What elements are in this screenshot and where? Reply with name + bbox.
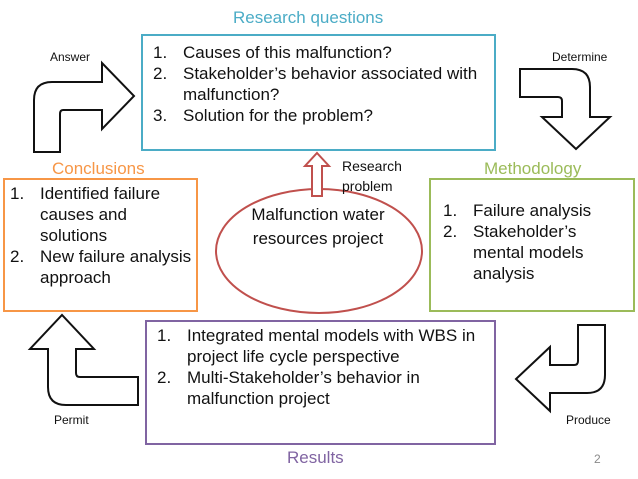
determine-label: Determine bbox=[552, 50, 608, 64]
conclusions-item: Identified failure causes and solutions bbox=[10, 183, 161, 245]
answer-arrow-icon bbox=[33, 60, 136, 153]
determine-arrow-icon bbox=[519, 68, 613, 151]
results-title: Results bbox=[287, 448, 344, 467]
research-questions-title: Research questions bbox=[233, 8, 384, 27]
conclusions-item: New failure analysis approach bbox=[10, 246, 192, 287]
research-questions-box: Causes of this malfunction?Stakeholder’s… bbox=[141, 34, 496, 151]
permit-label: Permit bbox=[54, 413, 89, 427]
methodology-item: Stakeholder’s mental models analysis bbox=[443, 221, 584, 283]
results-box: Integrated mental models with WBS in pro… bbox=[145, 320, 496, 445]
page-number: 2 bbox=[594, 452, 601, 466]
center-label: Malfunction water resources project bbox=[251, 205, 385, 248]
research-questions-item: Solution for the problem? bbox=[153, 105, 373, 126]
research-questions-item: Stakeholder’s behavior associated with m… bbox=[153, 63, 478, 104]
conclusions-title: Conclusions bbox=[52, 159, 145, 178]
permit-arrow-icon bbox=[27, 313, 139, 406]
research-questions-list: Causes of this malfunction?Stakeholder’s… bbox=[153, 42, 486, 126]
results-item: Integrated mental models with WBS in pro… bbox=[157, 325, 476, 366]
results-list: Integrated mental models with WBS in pro… bbox=[157, 325, 488, 409]
research-questions-item: Causes of this malfunction? bbox=[153, 42, 392, 63]
research-problem-label: Research problem bbox=[342, 158, 402, 194]
results-item: Multi-Stakeholder’s behavior in malfunct… bbox=[157, 367, 420, 408]
produce-label: Produce bbox=[566, 413, 611, 427]
methodology-item: Failure analysis bbox=[443, 200, 592, 221]
research-problem-arrow-icon bbox=[302, 151, 332, 197]
answer-label: Answer bbox=[50, 50, 91, 64]
methodology-title: Methodology bbox=[484, 159, 582, 178]
produce-arrow-icon bbox=[514, 324, 606, 414]
